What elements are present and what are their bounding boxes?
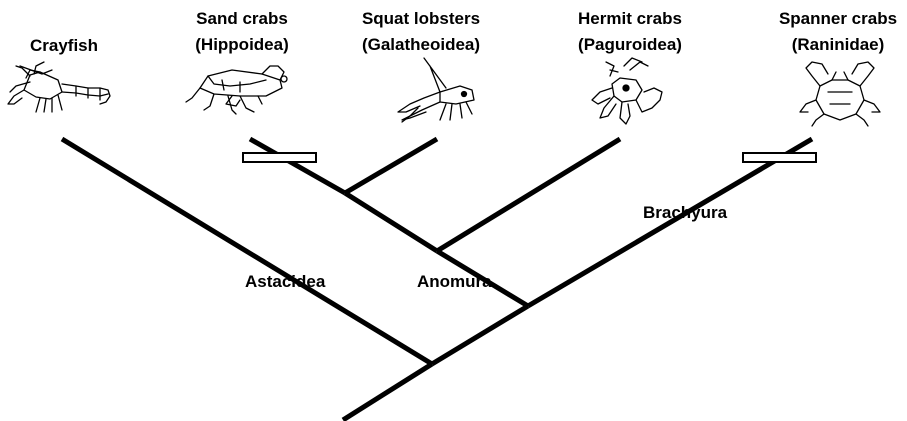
branch-sand-squat — [345, 193, 437, 251]
taxon-squat-lobsters: Squat lobsters (Galatheoidea) — [362, 9, 480, 54]
taxon-name: Crayfish — [30, 36, 98, 55]
taxon-crayfish: Crayfish — [30, 36, 98, 55]
branch-sand-crabs — [250, 139, 345, 193]
spanner-crab-illustration — [800, 62, 880, 126]
crayfish-illustration — [8, 62, 110, 112]
taxon-name: Sand crabs — [196, 9, 288, 28]
clade-label-anomura: Anomura — [417, 272, 492, 291]
taxon-group: (Raninidae) — [792, 35, 885, 54]
taxon-group: (Galatheoidea) — [362, 35, 480, 54]
taxon-name: Spanner crabs — [779, 9, 897, 28]
clade-label-astacidea: Astacidea — [245, 272, 326, 291]
branch-squat-lobsters — [345, 139, 437, 193]
taxon-group: (Paguroidea) — [578, 35, 682, 54]
taxon-spanner-crabs: Spanner crabs (Raninidae) — [779, 9, 897, 54]
root-stem — [343, 364, 432, 420]
clade-label-brachyura: Brachyura — [643, 203, 728, 222]
branch-meiura — [432, 306, 528, 364]
squat-lobster-illustration — [398, 58, 474, 122]
branch-hermit-crabs — [437, 139, 620, 251]
taxon-name: Squat lobsters — [362, 9, 480, 28]
branch-brachyura — [528, 139, 812, 306]
taxon-hermit-crabs: Hermit crabs (Paguroidea) — [578, 9, 682, 54]
taxon-name: Hermit crabs — [578, 9, 682, 28]
hermit-crab-illustration — [592, 58, 662, 124]
character-bar-sand-crabs — [243, 153, 316, 162]
sand-crab-illustration — [186, 66, 287, 114]
character-bar-spanner-crabs — [743, 153, 816, 162]
taxon-sand-crabs: Sand crabs (Hippoidea) — [195, 9, 289, 54]
taxon-group: (Hippoidea) — [195, 35, 289, 54]
